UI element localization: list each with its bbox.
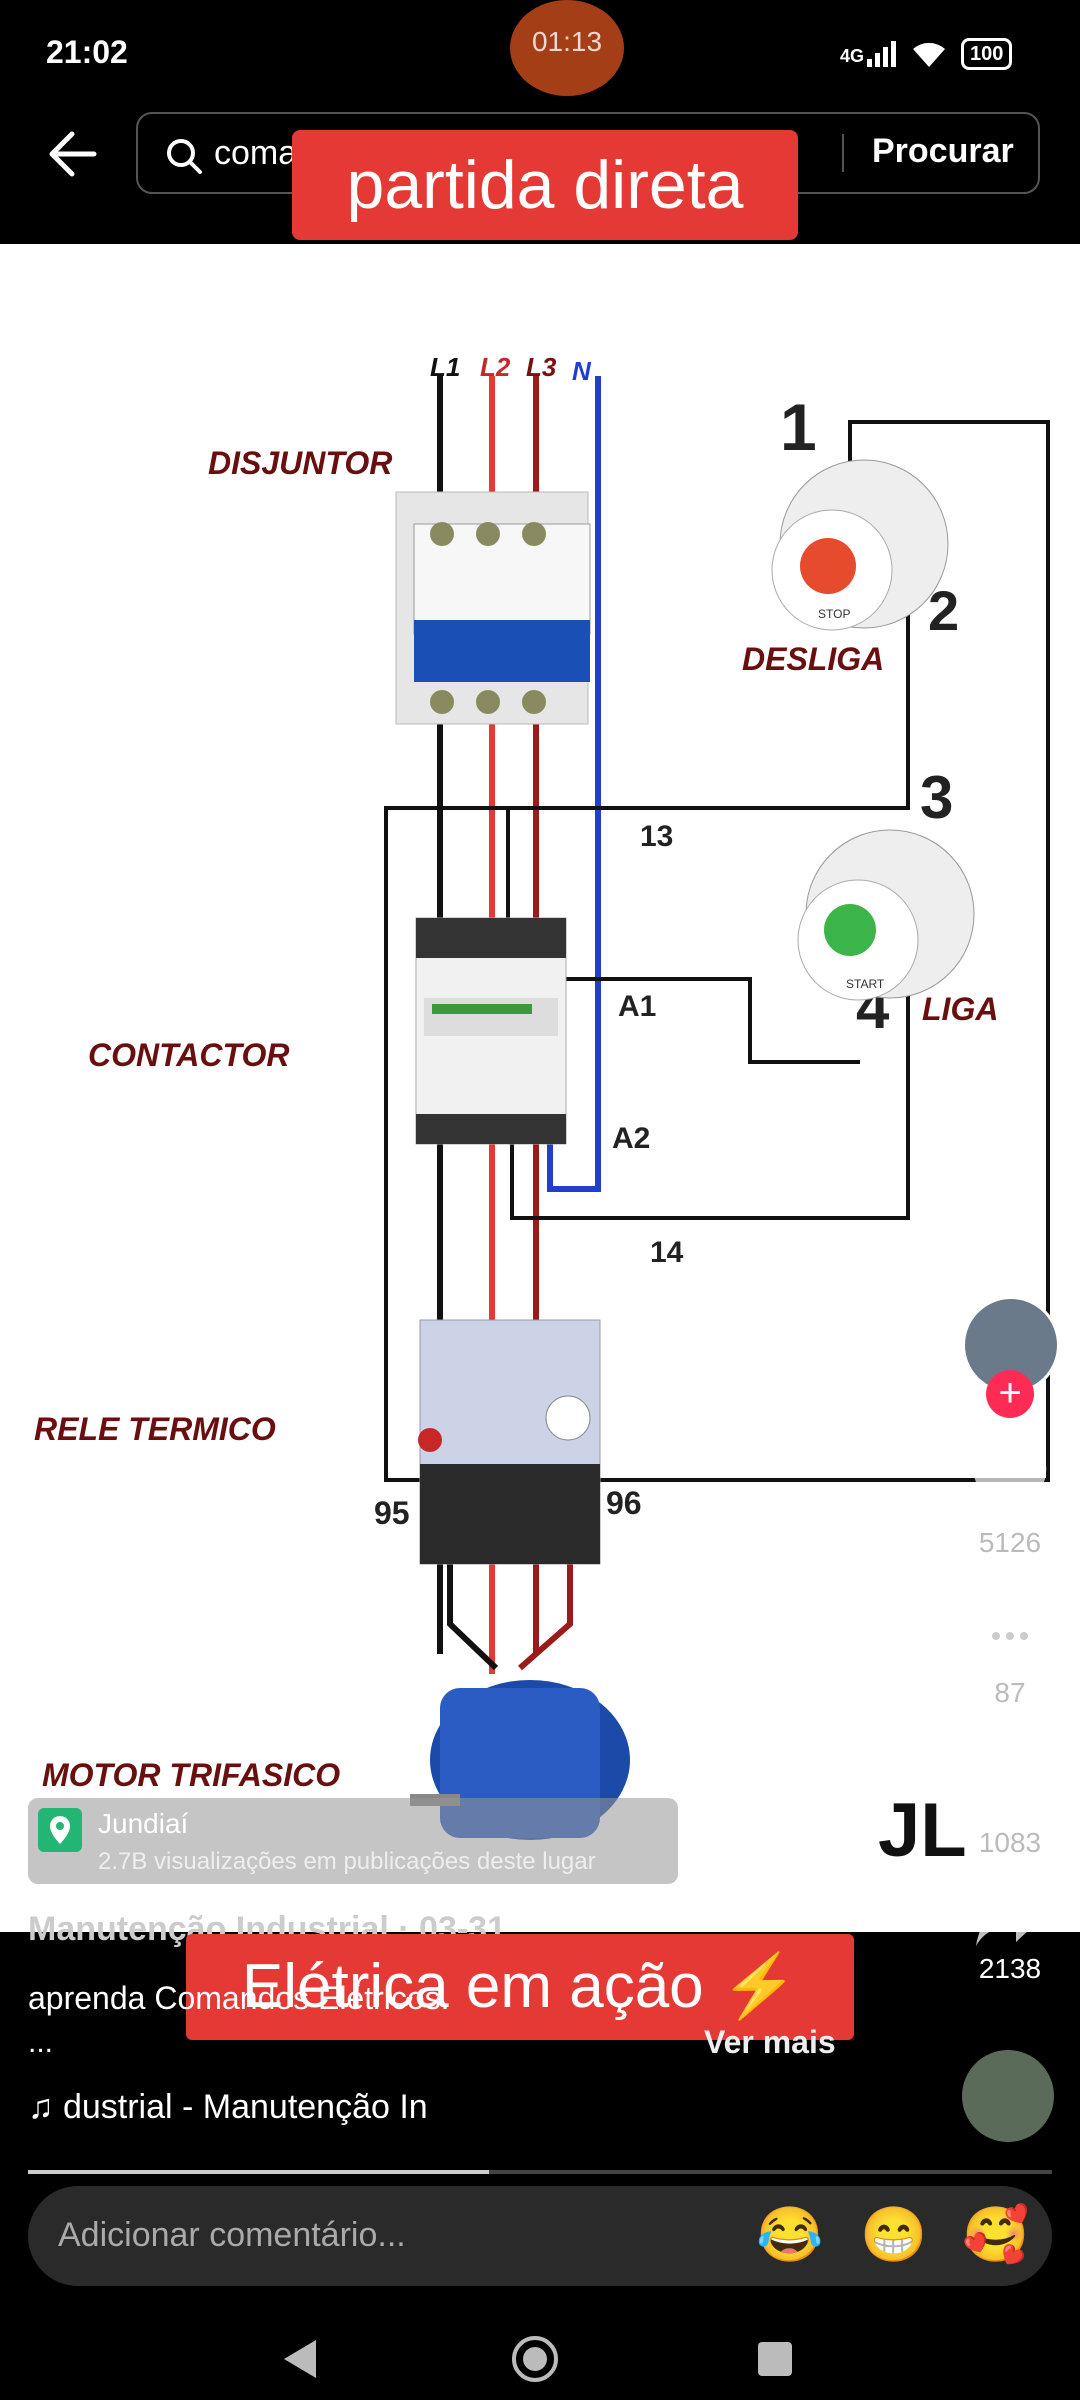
breaker-disjuntor: [395, 491, 591, 725]
label-l2: L2: [480, 352, 511, 382]
location-subtitle: 2.7B visualizações em publicações deste …: [98, 1848, 596, 1875]
video-frame[interactable]: L1 L2 L3 N DISJUNTOR CONTACTOR RELE TERM…: [0, 244, 1080, 1932]
like-button[interactable]: 5126: [960, 1450, 1060, 1559]
save-button[interactable]: 1083: [960, 1756, 1060, 1859]
nav-recents-icon[interactable]: [756, 2340, 794, 2378]
recording-indicator: [510, 0, 624, 96]
recording-time: 01:13: [531, 26, 603, 57]
wifi-icon: [913, 42, 946, 67]
label-motor: MOTOR TRIFASICO: [42, 1757, 340, 1793]
video-progress-fill: [28, 2170, 489, 2174]
terminal-1: 1: [780, 390, 817, 464]
label-l1: L1: [430, 352, 460, 382]
wire-motor-l3: [518, 1544, 573, 1671]
like-count: 5126: [978, 1527, 1042, 1558]
signal-icon: 4G: [840, 41, 897, 67]
terminal-14: 14: [650, 1236, 684, 1269]
label-l3: L3: [526, 352, 557, 382]
video-title-text: partida direta: [346, 147, 744, 223]
system-icons: 4G 100: [840, 36, 1013, 72]
wire-control-4: [510, 984, 910, 1220]
location-name: Jundiaí: [98, 1808, 189, 1839]
nav-home-icon[interactable]: [510, 2334, 560, 2384]
back-arrow-icon[interactable]: [46, 128, 98, 180]
start-label: START: [846, 977, 885, 991]
wire-motor-l1: [447, 1544, 499, 1671]
wire-control-1: [574, 420, 1050, 1482]
caption-banner-text: Elétrica em ação ⚡: [241, 1952, 799, 2021]
wire-a1: [560, 977, 860, 1064]
video-progress-track[interactable]: [28, 2170, 1052, 2174]
terminal-3: 3: [920, 764, 953, 831]
wire-control-2: [506, 594, 910, 964]
stop-button: STOP: [771, 459, 949, 631]
wire-control-3: [384, 806, 510, 1482]
terminal-a1: A1: [618, 990, 656, 1023]
terminal-95: 95: [374, 1495, 410, 1531]
wiring-diagram: L1 L2 L3 N DISJUNTOR CONTACTOR RELE TERM…: [34, 352, 1050, 1873]
label-disjuntor: DISJUNTOR: [208, 445, 392, 481]
emoji-laugh-button[interactable]: 😂: [756, 2205, 824, 2265]
comment-input[interactable]: [28, 2186, 1052, 2286]
terminal-96: 96: [606, 1485, 642, 1521]
emoji-hearts-button[interactable]: 🥰: [962, 2205, 1030, 2265]
caption-text: aprenda Comandos Elétricos.: [28, 1980, 450, 2016]
label-contactor: CONTACTOR: [88, 1037, 289, 1073]
see-more-link[interactable]: Ver mais: [704, 2024, 836, 2060]
search-divider: [842, 134, 844, 172]
terminal-a2: A2: [612, 1122, 650, 1155]
comment-count: 87: [994, 1677, 1026, 1708]
music-disc-avatar[interactable]: [962, 2050, 1054, 2142]
location-pin-icon: [38, 1808, 82, 1852]
comment-bubble-icon: [976, 1610, 1044, 1670]
battery-icon: 100: [961, 38, 1013, 70]
location-chip[interactable]: [28, 1798, 678, 1884]
heart-icon: [973, 1450, 1047, 1518]
label-rele: RELE TERMICO: [34, 1411, 276, 1447]
status-time: 21:02: [46, 34, 128, 70]
emoji-grin-button[interactable]: 😁: [860, 2205, 928, 2265]
system-nav-bar: [0, 2296, 1080, 2400]
thermal-relay: [418, 1319, 601, 1565]
nav-back-icon[interactable]: [280, 2338, 320, 2380]
label-desliga: DESLIGA: [742, 641, 884, 677]
contactor: [415, 917, 567, 1145]
music-track[interactable]: ♫ dustrial - Manutenção In: [28, 2088, 428, 2126]
search-icon: [167, 139, 202, 174]
caption-banner: Elétrica em ação ⚡: [186, 1934, 854, 2040]
share-button[interactable]: 2138: [960, 1886, 1060, 1985]
bookmark-icon: [986, 1758, 1034, 1820]
terminal-13: 13: [640, 820, 673, 853]
caption-ellipsis: ...: [28, 2026, 54, 2059]
save-count: 1083: [978, 1827, 1042, 1858]
video-title-overlay: partida direta: [292, 130, 798, 240]
comment-placeholder: Adicionar comentário...: [58, 2216, 406, 2254]
wire-n: [547, 376, 601, 1192]
label-liga: LIGA: [922, 991, 998, 1027]
network-type: 4G: [840, 46, 865, 66]
share-count: 2138: [978, 1953, 1042, 1984]
comment-button[interactable]: 87: [960, 1606, 1060, 1709]
follow-plus-icon[interactable]: +: [986, 1370, 1034, 1418]
watermark: JL: [878, 1788, 967, 1873]
start-button: START: [797, 829, 975, 1001]
search-button[interactable]: Procurar: [872, 132, 1014, 170]
share-arrow-icon: [976, 1890, 1044, 1946]
label-n: N: [572, 356, 592, 386]
stop-label: STOP: [818, 607, 850, 621]
